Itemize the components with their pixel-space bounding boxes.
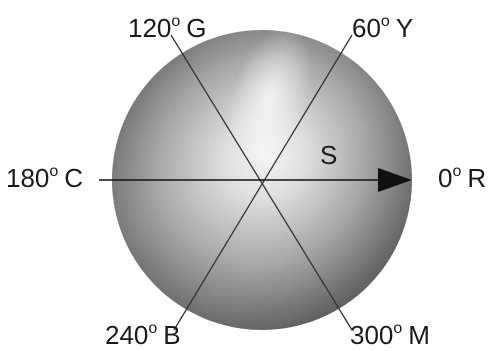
label-0-angle: 0 bbox=[438, 163, 452, 193]
axis-line-120-300 bbox=[170, 34, 353, 331]
label-60-degree: o bbox=[381, 13, 390, 30]
label-240-angle: 240 bbox=[105, 320, 148, 350]
label-180-angle: 180 bbox=[6, 163, 49, 193]
label-240-letter: B bbox=[163, 320, 180, 350]
label-120-angle: 120 bbox=[128, 13, 171, 43]
label-240-degree: o bbox=[148, 320, 157, 337]
label-120-letter: G bbox=[186, 13, 206, 43]
axis-line-60-240 bbox=[173, 34, 353, 331]
saturation-arrowhead bbox=[378, 168, 412, 192]
label-60-letter: Y bbox=[396, 13, 413, 43]
label-0-degree: o bbox=[452, 163, 461, 180]
svg-text:0oR: 0oR bbox=[438, 163, 486, 193]
hue-sphere-highlight bbox=[227, 27, 313, 163]
label-300-angle: 300 bbox=[350, 320, 393, 350]
saturation-label: S bbox=[320, 140, 337, 170]
label-120-degree: o bbox=[171, 13, 180, 30]
label-0-letter: R bbox=[467, 163, 486, 193]
label-180-letter: C bbox=[64, 163, 83, 193]
label-300-degree: o bbox=[393, 320, 402, 337]
label-180-degree: o bbox=[49, 163, 58, 180]
label-60-angle: 60 bbox=[352, 13, 381, 43]
label-300-letter: M bbox=[408, 320, 430, 350]
